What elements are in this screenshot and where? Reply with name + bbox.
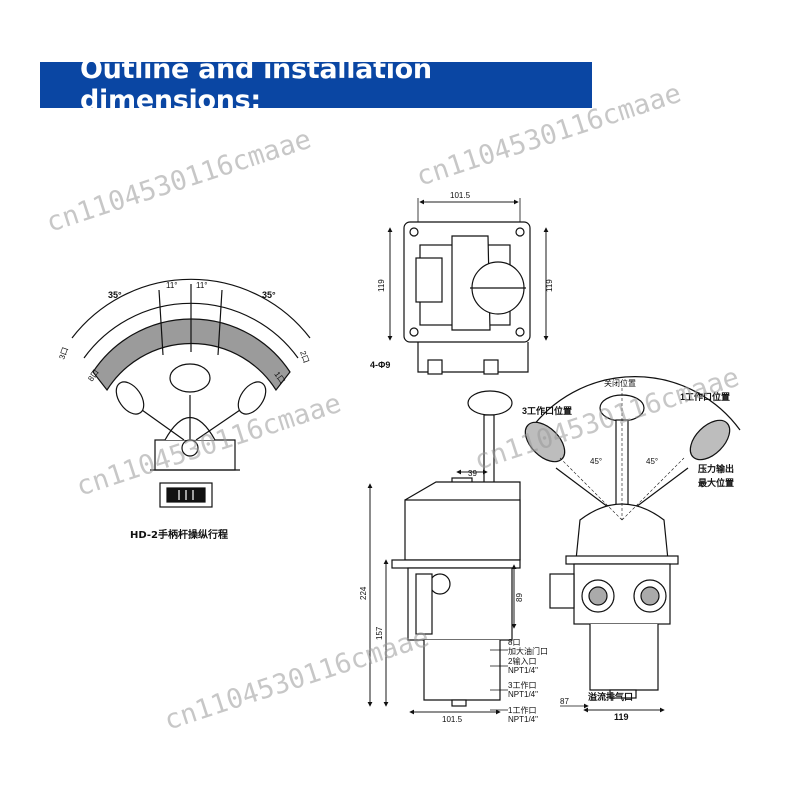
port3-position-label: 3工作口位置 — [522, 405, 572, 416]
knob-center — [169, 363, 211, 393]
side-port-1: 1工作口 — [508, 705, 536, 715]
angle-left-label: 35° — [108, 290, 122, 300]
dim-119-front: 119 — [614, 712, 629, 722]
watermark-1: cn1104530116cmaae — [43, 124, 315, 239]
travel-band — [92, 318, 291, 392]
overflow-label: 溢流排气口 — [588, 691, 633, 702]
side-view — [367, 390, 521, 715]
holes-label: 4-Φ9 — [370, 360, 390, 370]
dim-top-width: 101.5 — [450, 191, 471, 200]
angle-right-front: 45° — [646, 457, 658, 466]
banner-title: Outline and installation dimensions: — [80, 54, 432, 116]
knob-right — [237, 381, 267, 415]
angle-c1-label: 11° — [166, 281, 178, 290]
knob-left — [115, 381, 145, 415]
side-port-2: 2输入口 — [508, 656, 536, 666]
dim-top-height-left: 119 — [377, 279, 386, 292]
watermark-2: cn1104530116cmaae — [413, 78, 685, 193]
dim-101-5: 101.5 — [442, 715, 463, 724]
port-2-label: 2口 — [298, 350, 311, 365]
lever-travel-view — [71, 278, 311, 508]
side-port-3-thread: NPT1/4" — [508, 690, 538, 699]
side-port-8-desc: 加大油门口 — [508, 646, 548, 656]
angle-left-front: 45° — [590, 457, 602, 466]
angle-c2-label: 11° — [196, 281, 208, 290]
side-port-2-thread: NPT1/4" — [508, 666, 538, 675]
port-3-label: 3口 — [57, 346, 70, 361]
dim-top-height-right: 119 — [545, 279, 554, 292]
knob-front-right — [689, 419, 731, 461]
dim-89: 89 — [515, 593, 524, 602]
knob-side — [467, 390, 513, 416]
top-view — [387, 198, 549, 375]
title-banner: Outline and installation dimensions: — [40, 54, 592, 116]
closed-position-label: 关闭位置 — [604, 378, 636, 388]
dim-39: 39 — [468, 469, 477, 478]
dim-224: 224 — [359, 586, 368, 600]
angle-right-label: 35° — [262, 290, 276, 300]
side-port-1-thread: NPT1/4" — [508, 715, 538, 724]
dim-87: 87 — [560, 697, 569, 706]
side-port-3: 3工作口 — [508, 680, 536, 690]
dim-157: 157 — [375, 626, 384, 640]
front-view — [524, 376, 741, 713]
max-output-label-1: 压力输出 — [698, 463, 734, 474]
watermark-5: cn1104530116cmaae — [161, 622, 433, 737]
knob-front-left — [524, 421, 566, 463]
caption: HD-2手柄杆操纵行程 — [130, 528, 228, 541]
max-output-label-2: 最大位置 — [698, 477, 734, 488]
side-port-8: 8口 — [508, 638, 520, 647]
port1-position-label: 1工作口位置 — [680, 391, 730, 402]
